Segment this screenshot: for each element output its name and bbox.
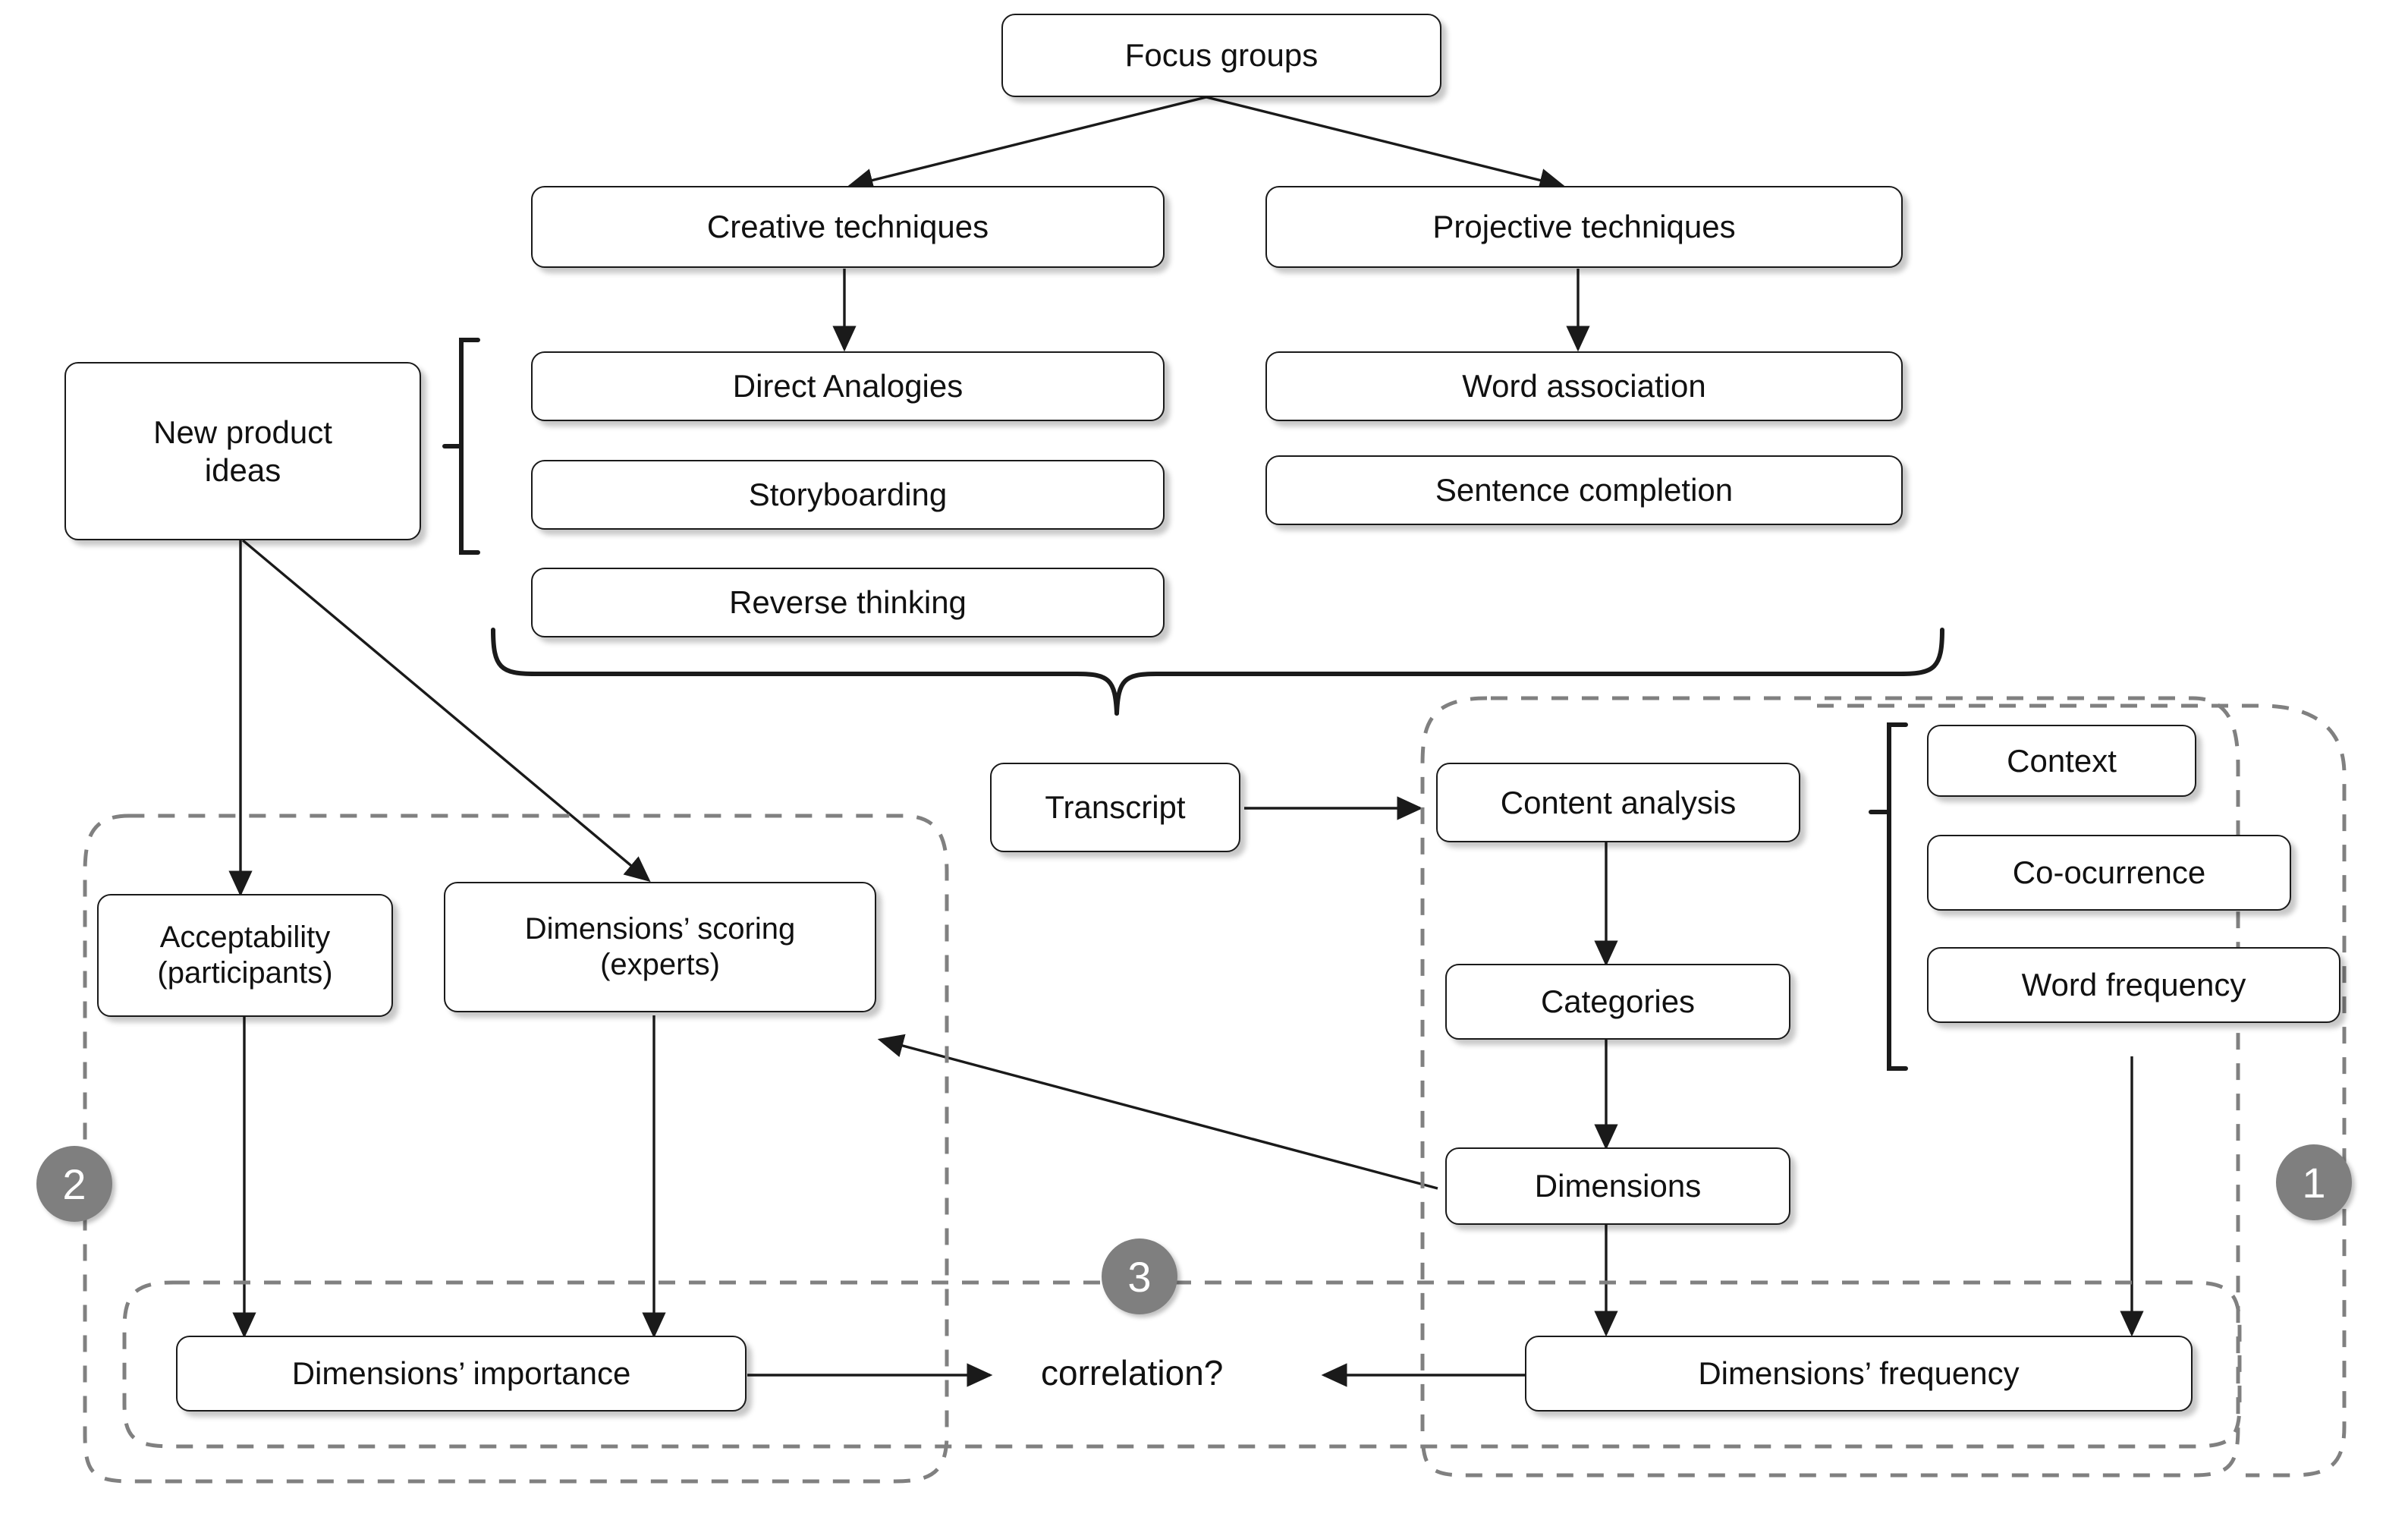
- label-correlation-text: correlation?: [1041, 1353, 1224, 1393]
- stage-marker-3-label: 3: [1127, 1252, 1152, 1301]
- node-projective-techniques-label: Projective techniques: [1432, 209, 1736, 245]
- node-categories[interactable]: Categories: [1445, 964, 1790, 1040]
- node-co-ocurrence-label: Co-ocurrence: [2012, 854, 2206, 891]
- stage-marker-1-label: 1: [2302, 1158, 2326, 1207]
- label-correlation: correlation?: [1041, 1352, 1223, 1393]
- node-word-frequency[interactable]: Word frequency: [1927, 947, 2340, 1023]
- stage-marker-3: 3: [1102, 1238, 1177, 1314]
- brace-techniques-to-transcript: [491, 628, 1944, 716]
- node-context-label: Context: [2007, 742, 2117, 779]
- node-direct-analogies[interactable]: Direct Analogies: [531, 351, 1165, 421]
- node-focus-groups-label: Focus groups: [1124, 37, 1319, 74]
- node-transcript[interactable]: Transcript: [990, 763, 1240, 852]
- stage-marker-2: 2: [36, 1146, 112, 1222]
- node-new-product-ideas-label-line1: New product: [153, 414, 332, 450]
- node-storyboarding-label: Storyboarding: [748, 477, 948, 513]
- node-acceptability[interactable]: Acceptability (participants): [97, 894, 393, 1017]
- node-dimensions-scoring-label-line1: Dimensions’ scoring: [524, 911, 796, 946]
- node-reverse-thinking[interactable]: Reverse thinking: [531, 568, 1165, 637]
- node-dimensions-frequency-label: Dimensions’ frequency: [1698, 1355, 2020, 1392]
- node-creative-techniques-label: Creative techniques: [706, 209, 989, 245]
- node-new-product-ideas[interactable]: New product ideas: [64, 362, 421, 540]
- node-word-association-label: Word association: [1462, 368, 1706, 404]
- node-categories-label: Categories: [1540, 984, 1696, 1020]
- region-1-outer-boundary: [1817, 703, 2347, 1478]
- edge-ideas-to-scoring: [241, 539, 651, 883]
- node-focus-groups[interactable]: Focus groups: [1001, 14, 1441, 97]
- node-dimensions-frequency[interactable]: Dimensions’ frequency: [1525, 1336, 2193, 1412]
- node-acceptability-label-line1: Acceptability: [159, 920, 331, 954]
- node-transcript-label: Transcript: [1045, 789, 1186, 826]
- node-content-analysis-label: Content analysis: [1500, 784, 1737, 820]
- bracket-creative-group: [442, 338, 480, 555]
- edge-dimensions-to-scoring: [877, 1034, 1438, 1190]
- region-2-boundary: [83, 814, 949, 1484]
- node-word-association[interactable]: Word association: [1265, 351, 1903, 421]
- node-co-ocurrence[interactable]: Co-ocurrence: [1927, 835, 2291, 911]
- node-sentence-completion-label: Sentence completion: [1435, 472, 1734, 508]
- node-creative-techniques[interactable]: Creative techniques: [531, 186, 1165, 268]
- edge-focus-to-projective: [1206, 96, 1566, 192]
- node-word-frequency-label: Word frequency: [2021, 967, 2246, 1003]
- region-1-boundary: [1420, 696, 2240, 1478]
- node-storyboarding[interactable]: Storyboarding: [531, 460, 1165, 530]
- node-projective-techniques[interactable]: Projective techniques: [1265, 186, 1903, 268]
- node-direct-analogies-label: Direct Analogies: [732, 368, 964, 404]
- node-content-analysis[interactable]: Content analysis: [1436, 763, 1800, 842]
- node-new-product-ideas-label-line2: ideas: [204, 452, 281, 488]
- node-dimensions[interactable]: Dimensions: [1445, 1147, 1790, 1225]
- node-dimensions-importance[interactable]: Dimensions’ importance: [176, 1336, 747, 1412]
- region-3-boundary: [122, 1280, 2242, 1449]
- stage-marker-1: 1: [2276, 1144, 2352, 1220]
- node-sentence-completion[interactable]: Sentence completion: [1265, 455, 1903, 525]
- node-dimensions-label: Dimensions: [1534, 1168, 1702, 1204]
- node-dimensions-scoring-label-line2: (experts): [600, 948, 720, 981]
- node-acceptability-label-line2: (participants): [157, 956, 333, 990]
- node-context[interactable]: Context: [1927, 725, 2196, 797]
- edge-focus-to-creative: [847, 96, 1207, 192]
- node-dimensions-scoring[interactable]: Dimensions’ scoring (experts): [444, 882, 876, 1012]
- node-reverse-thinking-label: Reverse thinking: [729, 584, 967, 621]
- stage-marker-2-label: 2: [62, 1160, 86, 1208]
- node-dimensions-importance-label: Dimensions’ importance: [291, 1355, 631, 1392]
- bracket-analysis-methods: [1869, 722, 1908, 1071]
